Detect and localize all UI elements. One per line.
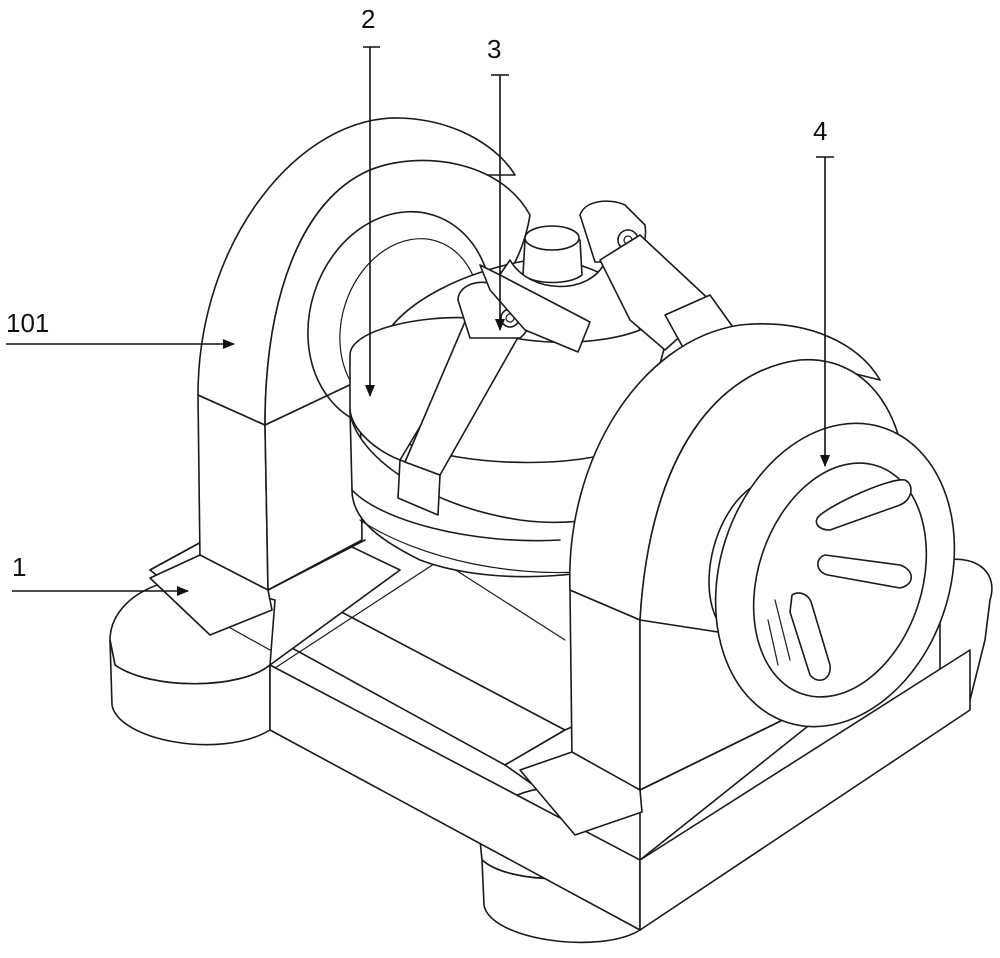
label-part-101: 101 — [6, 308, 235, 349]
label-part-1-text: 1 — [12, 552, 26, 582]
label-part-1: 1 — [12, 552, 189, 596]
label-part-4-text: 4 — [813, 116, 827, 146]
clamp-arms — [404, 200, 736, 476]
label-part-2: 2 — [361, 4, 380, 397]
label-part-4: 4 — [813, 116, 834, 467]
label-part-3: 3 — [487, 34, 509, 331]
label-part-3-text: 3 — [487, 34, 501, 64]
label-part-2-text: 2 — [361, 4, 375, 34]
label-part-101-text: 101 — [6, 308, 49, 338]
handwheel — [708, 422, 956, 728]
